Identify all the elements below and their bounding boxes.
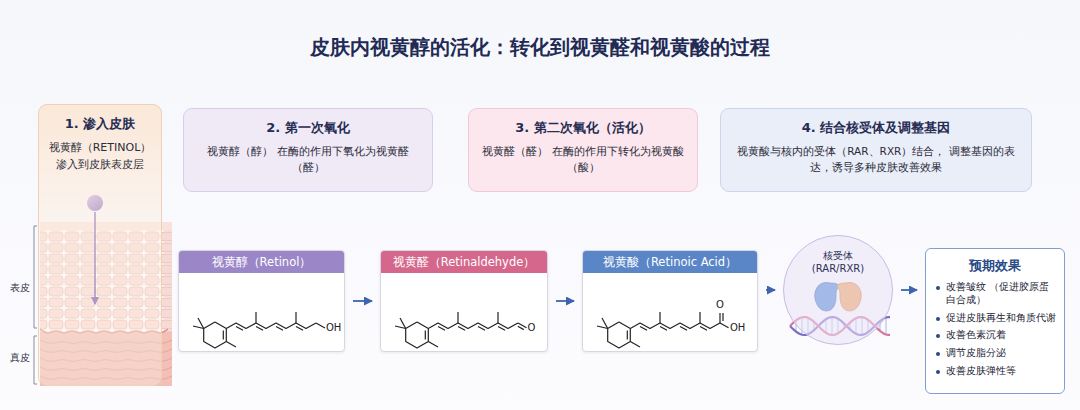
step-text: 1. 渗入皮肤 [47, 115, 153, 133]
molecule-box: 视黄酸（Retinoic Acid） O OH [582, 250, 758, 352]
single-bond [719, 313, 720, 323]
double-bond-line [722, 313, 723, 321]
atom-label: O [528, 322, 536, 334]
layer-bracket [34, 336, 37, 384]
step-text: 视黄醇（醇） 在酶的作用下氧化为视黄醛（醛） [194, 144, 422, 176]
step-text: 视黄醇（RETINOL） 渗入到皮肤表皮层 [47, 140, 153, 173]
layer-label: 真皮 [10, 352, 30, 364]
effect-text: 调节皮脂分泌 [946, 347, 1006, 360]
molecule-box: 视黄醇（Retinol） OH [178, 250, 345, 352]
step-box: 3. 第二次氧化（活化） 视黄醛（醛） 在酶的作用下转化为视黄酸（酸） [468, 108, 698, 192]
step-text: 2. 第一次氧化 [194, 119, 422, 137]
step-text: 视黄醛（醛） 在酶的作用下转化为视黄酸（酸） [479, 144, 687, 176]
step-text: 视黄酸与核内的受体（RAR、RXR）结合， 调整基因的表达，诱导多种皮肤改善效果 [731, 144, 1021, 176]
bullet-dot [936, 317, 940, 321]
single-bond [226, 342, 236, 348]
effect-item: 调节皮脂分泌 [934, 347, 1056, 360]
molecule-name: 视黄酸（Retinoic Acid） [583, 251, 757, 273]
step-panel: 1. 渗入皮肤视黄醇（RETINOL） 渗入到皮肤表皮层 [38, 104, 162, 386]
flow-arrow [556, 300, 574, 302]
step-box: 2. 第一次氧化视黄醇（醇） 在酶的作用下氧化为视黄醛（醛） [183, 108, 433, 192]
double-bond-line [640, 326, 647, 330]
bullet-dot [936, 334, 940, 338]
single-bond [400, 318, 406, 329]
single-bond [255, 312, 256, 323]
chain-bond [226, 323, 316, 329]
effects-heading: 预期效果 [934, 257, 1056, 275]
flow-arrow [353, 300, 372, 302]
ring-bond [406, 322, 429, 348]
effect-text: 改善皱纹 （促进胶原蛋白合成） [946, 281, 1056, 307]
double-bond-line [680, 326, 687, 330]
effect-item: 促进皮肤再生和角质代谢 [934, 312, 1056, 325]
bullet-dot [936, 286, 940, 290]
single-bond [457, 312, 458, 323]
chain-bond [428, 323, 518, 329]
bullet-dot [936, 370, 940, 374]
single-bond [428, 342, 438, 348]
single-bond [630, 342, 640, 348]
diagram-title: 皮肤内视黄醇的活化：转化到视黄醛和视黄酸的过程 [0, 34, 1080, 61]
step-text: 3. 第二次氧化（活化） [479, 119, 687, 137]
molecule-name: 视黄醇（Retinol） [179, 251, 344, 273]
step-text: 4. 结合核受体及调整基因 [731, 119, 1021, 137]
double-bond-line [296, 326, 303, 330]
double-bond-line [256, 326, 263, 330]
double-bond-line [223, 330, 224, 339]
single-bond [720, 323, 729, 328]
single-bond [497, 312, 498, 323]
effects-box: 预期效果改善皱纹 （促进胶原蛋白合成） 促进皮肤再生和角质代谢改善色素沉着调节皮脂… [925, 248, 1065, 394]
single-bond [602, 318, 608, 329]
single-bond [198, 318, 204, 329]
single-bond [659, 312, 660, 323]
effect-item: 改善色素沉着 [934, 329, 1056, 342]
effect-text: 改善皮肤弹性等 [946, 365, 1016, 378]
layer-bracket [34, 226, 37, 328]
molecule-name: 视黄醛（Retinaldehyde） [381, 251, 547, 273]
atom-label: OH [730, 322, 745, 334]
effect-item: 改善皮肤弹性等 [934, 365, 1056, 378]
effect-text: 促进皮肤再生和角质代谢 [946, 312, 1056, 325]
flow-arrow [901, 289, 917, 291]
double-bond-line [236, 326, 243, 330]
chain-bond [630, 323, 720, 329]
double-bond-line [478, 326, 485, 330]
atom-label: O [716, 299, 724, 311]
flow-arrow [766, 289, 775, 291]
atom-label: OH [326, 322, 341, 334]
single-bond [316, 323, 325, 328]
double-bond-line [276, 326, 283, 330]
molecule-group [597, 312, 729, 348]
double-bond-line [518, 326, 524, 329]
double-bond-line [458, 326, 465, 330]
single-bond [295, 312, 296, 323]
effect-item: 改善皱纹 （促进胶原蛋白合成） [934, 281, 1056, 307]
double-bond-line [438, 326, 445, 330]
ring-bond [608, 322, 631, 348]
single-bond [699, 312, 700, 323]
receptor-circle: 核受体 (RAR/RXR) [783, 235, 893, 345]
layer-label: 表皮 [10, 282, 30, 294]
step-box: 4. 结合核受体及调整基因视黄酸与核内的受体（RAR、RXR）结合， 调整基因的… [720, 108, 1032, 192]
bullet-dot [936, 352, 940, 356]
effect-text: 改善色素沉着 [946, 329, 1006, 342]
receptor-label: 核受体 (RAR/RXR) [807, 250, 869, 275]
ring-bond [204, 322, 227, 348]
molecule-box: 视黄醛（Retinaldehyde） O [380, 250, 548, 352]
molecule-group [395, 312, 527, 348]
double-bond-line [498, 326, 505, 330]
double-bond-line [700, 326, 707, 330]
molecule-group [193, 312, 325, 348]
double-bond-line [627, 330, 628, 339]
dna-rung [885, 317, 886, 334]
double-bond-line [425, 330, 426, 339]
double-bond-line [660, 326, 667, 330]
